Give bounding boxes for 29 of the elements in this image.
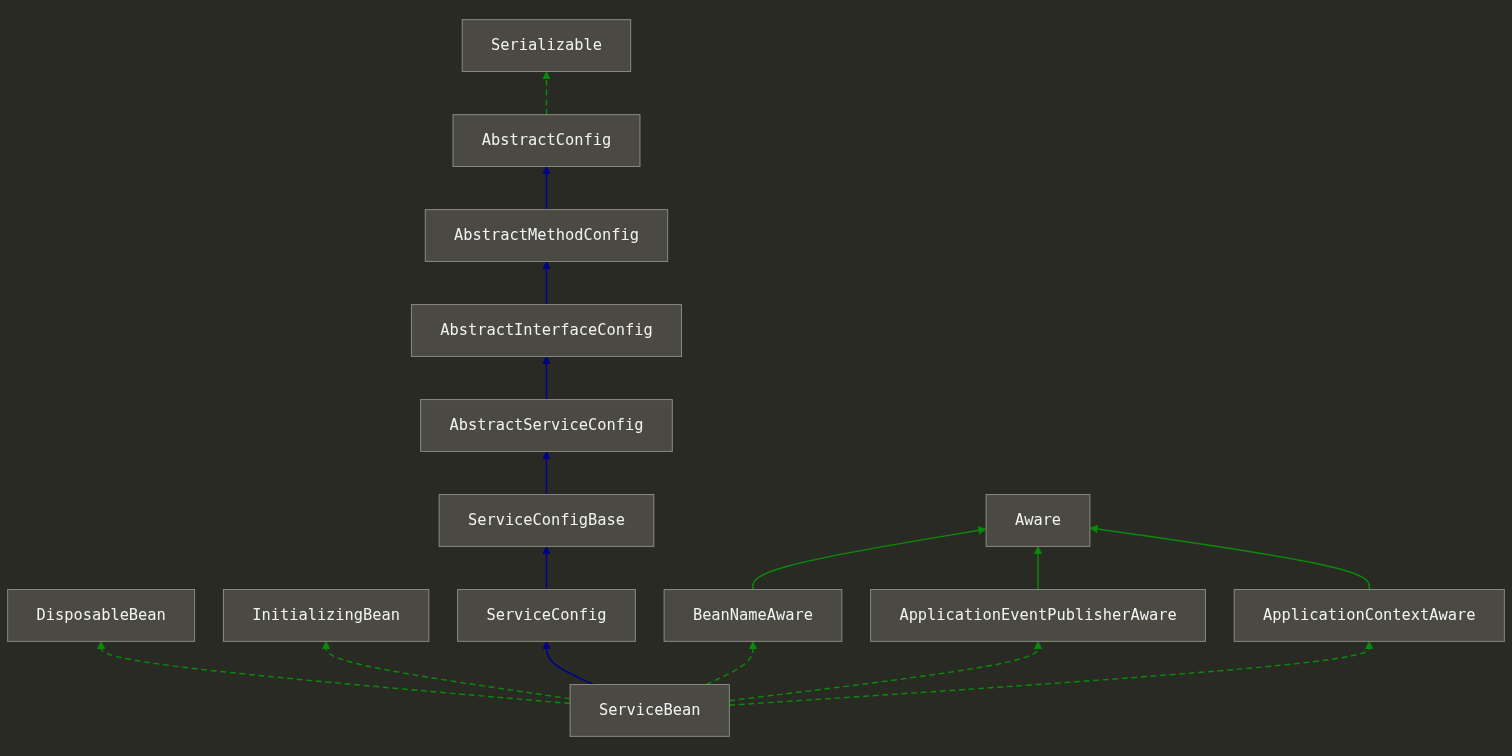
node-box: ServiceConfig <box>457 589 636 642</box>
node-box: AbstractInterfaceConfig <box>410 304 682 357</box>
node-box: AbstractServiceConfig <box>420 399 673 452</box>
arrow <box>542 546 551 591</box>
arrow <box>542 261 551 306</box>
arrow <box>542 166 551 211</box>
arrow <box>1089 524 1370 591</box>
node-box: Aware <box>985 494 1091 547</box>
node-box: AbstractMethodConfig <box>424 209 669 262</box>
node-box: AbstractConfig <box>452 114 641 167</box>
node-box: ApplicationContextAware <box>1233 589 1505 642</box>
node-box: DisposableBean <box>7 589 196 642</box>
node-box: Serializable <box>461 19 632 72</box>
arrow <box>542 71 551 116</box>
node-box: BeanNameAware <box>663 589 843 642</box>
arrow <box>542 451 551 496</box>
arrow <box>728 640 1374 706</box>
node-box: ApplicationEventPublisherAware <box>870 589 1206 642</box>
node-box: ServiceBean <box>569 684 730 737</box>
arrow <box>96 640 571 705</box>
arrow <box>321 640 571 700</box>
arrow <box>542 640 595 686</box>
node-box: InitializingBean <box>222 589 430 642</box>
arrow <box>752 526 987 591</box>
arrow <box>728 640 1043 702</box>
arrow <box>542 356 551 401</box>
node-box: ServiceConfigBase <box>438 494 655 547</box>
arrow <box>705 640 758 686</box>
arrow <box>1033 546 1043 591</box>
